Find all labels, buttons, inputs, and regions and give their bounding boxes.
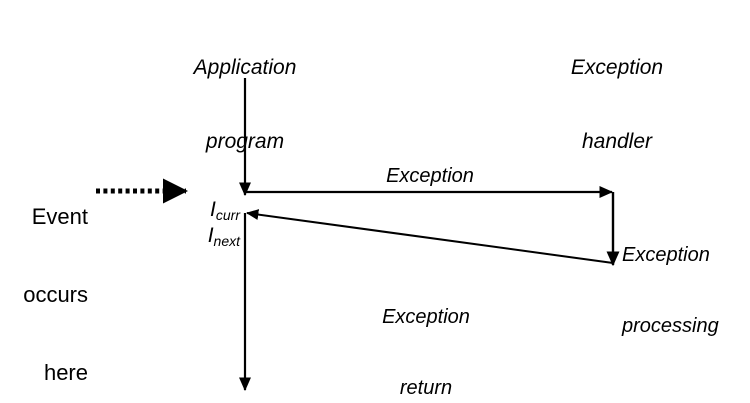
instruction-next-subscript: next: [213, 232, 240, 249]
exception-return-arrow: [246, 209, 614, 264]
event-note-line2: occurs: [23, 281, 88, 307]
exception-label: Exception: [386, 165, 474, 187]
exception-handler-title-line2: handler: [581, 129, 653, 153]
instruction-next-symbol: I: [207, 223, 214, 247]
exception-processing-label: Exception processing: [622, 197, 719, 386]
exception-processing-line1: Exception: [622, 244, 710, 267]
instruction-current-subscript: curr: [215, 206, 240, 223]
exception-return-line2: return: [399, 376, 453, 399]
event-note-line3: here: [43, 359, 88, 385]
application-program-title: Application program: [194, 6, 297, 204]
application-program-title-line1: Application: [193, 55, 297, 79]
event-occurs-here-note: Event occurs here: [23, 152, 88, 403]
instruction-current-symbol: I: [210, 197, 216, 221]
exception-return-line1: Exception: [382, 306, 470, 329]
exception-return-label: Exception return (optional): [382, 259, 470, 403]
instruction-current-label: Icurr: [187, 173, 240, 247]
application-program-title-line2: program: [205, 129, 285, 153]
event-note-line1: Event: [31, 203, 88, 229]
exception-handler-title: Exception handler: [571, 6, 663, 204]
instruction-next-label: Inext: [184, 199, 240, 273]
exception-handler-title-line1: Exception: [570, 55, 664, 79]
exception-processing-line2: processing: [622, 314, 719, 337]
